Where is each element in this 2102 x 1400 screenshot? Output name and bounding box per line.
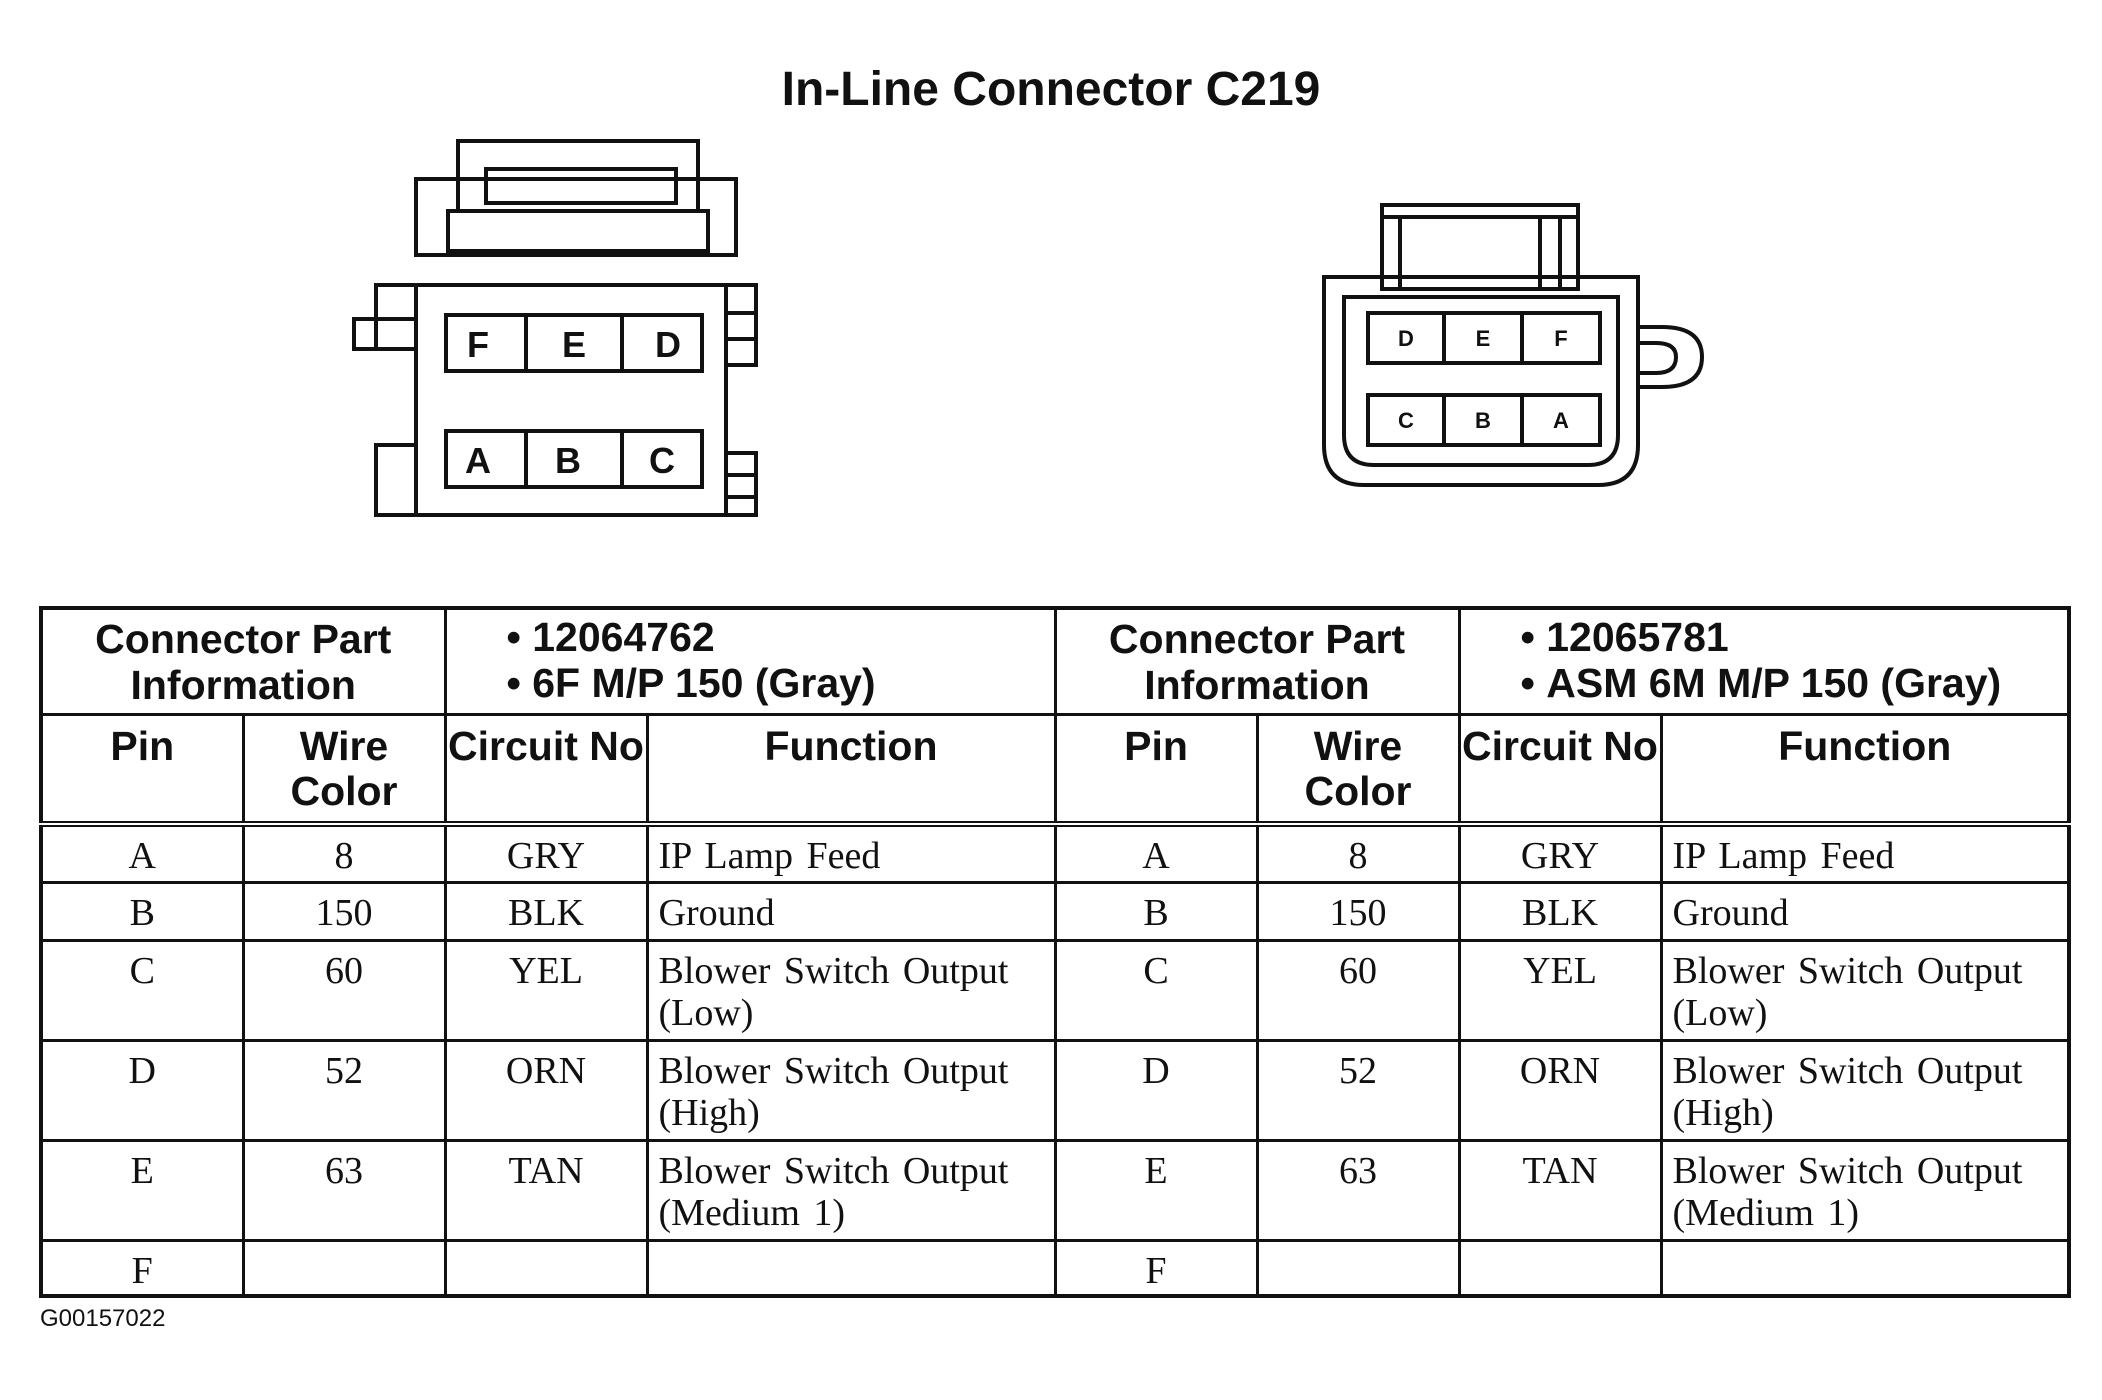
circuit-cell: GRY xyxy=(1457,822,1663,884)
wire-color-cell: 52 xyxy=(241,1038,447,1142)
pin-label: C xyxy=(1398,408,1414,433)
function-cell: Blower Switch Output (Low) xyxy=(645,938,1057,1042)
pin-label: B xyxy=(1475,408,1491,433)
pin-cell: D xyxy=(39,1038,245,1142)
pin-cell: B xyxy=(39,880,245,942)
pin-cell: E xyxy=(1053,1138,1259,1242)
wire-color-cell: 60 xyxy=(241,938,447,1042)
pin-label: E xyxy=(1476,326,1491,351)
table-row: A 8 GRY IP Lamp Feed A 8 GRY IP Lamp Fee… xyxy=(39,822,2071,884)
table-row: D 52 ORN Blower Switch Output (High) D 5… xyxy=(39,1038,2071,1142)
wire-color-cell: 63 xyxy=(1255,1138,1461,1242)
circuit-cell: BLK xyxy=(443,880,649,942)
wire-color-cell: 52 xyxy=(1255,1038,1461,1142)
pin-label: A xyxy=(1553,408,1569,433)
column-header: Circuit No xyxy=(1457,712,1663,827)
wire-color-cell: 8 xyxy=(241,822,447,884)
column-header: Pin xyxy=(1053,712,1259,827)
pin-cell: F xyxy=(39,1238,245,1298)
pin-cell: C xyxy=(39,938,245,1042)
pin-cell: E xyxy=(39,1138,245,1242)
part-info-label: Connector Part Information xyxy=(39,606,447,716)
column-header: Wire Color xyxy=(1255,712,1461,827)
function-cell xyxy=(645,1238,1057,1298)
circuit-cell: ORN xyxy=(443,1038,649,1142)
diagram-title: In-Line Connector C219 xyxy=(781,63,1321,116)
pin-label: F xyxy=(1554,326,1567,351)
circuit-cell: TAN xyxy=(1457,1138,1663,1242)
pin-cell: C xyxy=(1053,938,1259,1042)
circuit-cell: ORN xyxy=(1457,1038,1663,1142)
wire-color-cell xyxy=(241,1238,447,1298)
function-cell: IP Lamp Feed xyxy=(1659,822,2071,884)
part-info-row: Connector Part Information 12064762 6F M… xyxy=(39,606,2071,716)
pin-label: D xyxy=(655,324,681,365)
part-number: 12064762 xyxy=(507,614,1054,661)
wire-color-cell: 63 xyxy=(241,1138,447,1242)
part-info-label: Connector Part Information xyxy=(1053,606,1461,716)
wire-color-cell: 60 xyxy=(1255,938,1461,1042)
pinout-table: Connector Part Information 12064762 6F M… xyxy=(39,606,2072,1298)
function-cell xyxy=(1659,1238,2071,1298)
part-description: ASM 6M M/P 150 (Gray) xyxy=(1521,660,2068,707)
wire-color-cell xyxy=(1255,1238,1461,1298)
table-row: E 63 TAN Blower Switch Output (Medium 1)… xyxy=(39,1138,2071,1242)
circuit-cell: TAN xyxy=(443,1138,649,1242)
function-cell: Blower Switch Output (High) xyxy=(645,1038,1057,1142)
function-cell: Ground xyxy=(645,880,1057,942)
figure-id: G00157022 xyxy=(40,1305,166,1332)
table-row: F F xyxy=(39,1238,2071,1298)
circuit-cell xyxy=(1457,1238,1663,1298)
column-header: Function xyxy=(645,712,1057,827)
function-cell: IP Lamp Feed xyxy=(645,822,1057,884)
column-header: Function xyxy=(1659,712,2071,827)
column-header: Circuit No xyxy=(443,712,649,827)
column-header: Wire Color xyxy=(241,712,447,827)
wire-color-cell: 150 xyxy=(1255,880,1461,942)
pin-cell: A xyxy=(1053,822,1259,884)
pin-cell: A xyxy=(39,822,245,884)
part-number: 12065781 xyxy=(1521,614,2068,661)
connector-female-drawing: F E D A B C xyxy=(352,139,758,517)
pin-label: C xyxy=(649,440,675,481)
circuit-cell: YEL xyxy=(1457,938,1663,1042)
column-header: Pin xyxy=(39,712,245,827)
part-numbers: 12064762 6F M/P 150 (Gray) xyxy=(443,606,1057,716)
pin-label: E xyxy=(562,324,586,365)
part-numbers: 12065781 ASM 6M M/P 150 (Gray) xyxy=(1457,606,2071,716)
column-header-row: Pin Wire Color Circuit No Function Pin W… xyxy=(39,712,2071,827)
pin-cell: B xyxy=(1053,880,1259,942)
pin-label: A xyxy=(465,440,491,481)
wire-color-cell: 150 xyxy=(241,880,447,942)
function-cell: Blower Switch Output (Medium 1) xyxy=(1659,1138,2071,1242)
circuit-cell: YEL xyxy=(443,938,649,1042)
function-cell: Blower Switch Output (Medium 1) xyxy=(645,1138,1057,1242)
connector-male-drawing: D E F C B A xyxy=(1322,203,1705,487)
wire-color-cell: 8 xyxy=(1255,822,1461,884)
pin-label: B xyxy=(555,440,581,481)
function-cell: Ground xyxy=(1659,880,2071,942)
function-cell: Blower Switch Output (Low) xyxy=(1659,938,2071,1042)
pin-label: D xyxy=(1398,326,1414,351)
table-row: B 150 BLK Ground B 150 BLK Ground xyxy=(39,880,2071,942)
circuit-cell xyxy=(443,1238,649,1298)
pin-cell: D xyxy=(1053,1038,1259,1142)
part-description: 6F M/P 150 (Gray) xyxy=(507,660,1054,707)
circuit-cell: BLK xyxy=(1457,880,1663,942)
pin-cell: F xyxy=(1053,1238,1259,1298)
pin-label: F xyxy=(467,324,489,365)
function-cell: Blower Switch Output (High) xyxy=(1659,1038,2071,1142)
circuit-cell: GRY xyxy=(443,822,649,884)
table-row: C 60 YEL Blower Switch Output (Low) C 60… xyxy=(39,938,2071,1042)
